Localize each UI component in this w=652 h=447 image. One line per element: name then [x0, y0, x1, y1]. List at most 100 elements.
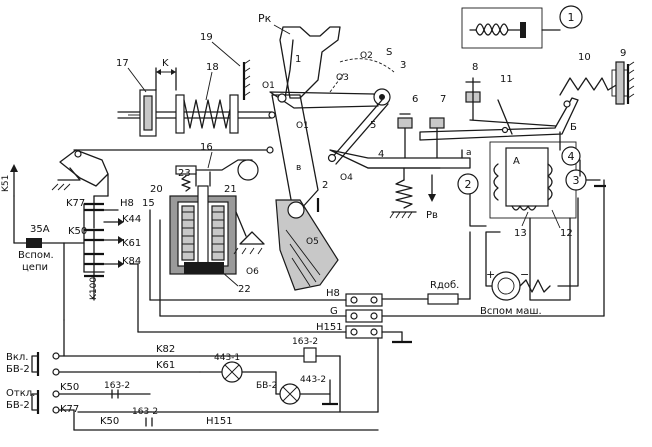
label-b-small: в [296, 163, 301, 173]
label-2: 2 [322, 180, 328, 191]
label-k61-aux: K61 [122, 238, 141, 249]
label-22: 22 [238, 284, 251, 295]
lever-2-body [271, 94, 319, 211]
label-h151-bottom: H151 [206, 416, 233, 427]
circle-3-label: 3 [573, 174, 580, 187]
label-3: 3 [400, 60, 406, 71]
label-35a: 35A [30, 224, 50, 235]
link-4-bar [329, 149, 471, 169]
link-4-assembly: 4 Pв а [329, 148, 472, 221]
label-12: 12 [560, 228, 573, 239]
label-443-2: 443-2 [300, 375, 326, 385]
circle-2 [457, 173, 479, 195]
circle-4 [561, 146, 581, 166]
anchor-9-bolt [615, 61, 625, 105]
spring-pv [395, 179, 413, 209]
label-163-2-c: 163-2 [292, 337, 318, 347]
spring-23 [181, 175, 191, 192]
top-coil-core [520, 22, 526, 38]
label-bv2-lamp: БВ-2 [256, 381, 277, 391]
relay-163-2 [303, 347, 317, 363]
solenoid-roller [237, 159, 259, 181]
label-h8-aux: H8 [120, 198, 134, 209]
label-23: 23 [178, 168, 191, 179]
label-k50-ctrl: K50 [60, 382, 79, 393]
label-h8-strip: H8 [326, 288, 340, 299]
label-o4: O4 [340, 173, 353, 183]
label-o1-center: O1 [296, 121, 309, 131]
aux-machine: + − Вспом маш. [469, 193, 579, 317]
label-a-small: а [466, 148, 472, 158]
lever-11: 11 [419, 74, 579, 141]
label-4-link: 4 [378, 149, 384, 160]
label-18: 18 [206, 62, 219, 73]
label-443-1: 443-1 [214, 353, 240, 363]
spring-18 [183, 99, 233, 129]
label-a-big: A [513, 156, 520, 167]
label-k77-aux: K77 [66, 198, 85, 209]
label-1: 1 [295, 54, 301, 65]
holding-electromagnet: A Б 13 12 2 3 4 [457, 122, 606, 239]
aux-machine-symbol [491, 271, 521, 301]
label-k44: K44 [122, 214, 141, 225]
aux-circuit-block: K51 35A Вспом. цепи K50 K77 H8 K44 K61 K… [1, 164, 141, 321]
label-s: S [386, 47, 392, 58]
holding-core [505, 147, 549, 207]
aux-machine-field-winding [519, 279, 551, 293]
resistor-rdob [427, 293, 459, 305]
circle-4-label: 4 [568, 150, 575, 163]
top-coil-frame [461, 7, 543, 49]
auxiliary-lever [51, 146, 274, 197]
top-coil-winding [475, 23, 509, 31]
label-17: 17 [116, 58, 129, 69]
terminal-strip: H8 G H151 Rдоб. [129, 179, 605, 413]
label-8: 8 [472, 62, 478, 73]
fuse-35a [26, 238, 42, 248]
upper-contact-jaws [279, 26, 341, 99]
label-aux-circuits-2: цепи [22, 262, 48, 273]
lever-upper-link [269, 91, 379, 109]
top-coil-assembly: 1 [461, 5, 583, 49]
lower-contact-shoe [275, 199, 339, 291]
label-on-2: БВ-2 [6, 364, 30, 375]
label-off-2: БВ-2 [6, 400, 30, 411]
adjusting-screws: 6 7 8 [397, 62, 481, 159]
label-minus: − [520, 268, 529, 281]
pivot-o5 [287, 201, 305, 219]
label-o2: O2 [360, 51, 373, 61]
label-pv: Pв [426, 210, 438, 221]
label-5: 5 [370, 120, 376, 131]
coil-bottom [511, 205, 537, 211]
circle-1 [559, 5, 583, 29]
left-spring-assembly: K 17 18 19 [116, 32, 276, 137]
label-o1-left: O1 [262, 81, 275, 91]
label-k50-bottom: K50 [100, 416, 119, 427]
circle-1-label: 1 [568, 11, 575, 24]
label-o6: O6 [246, 267, 259, 277]
solenoid-winding-left [181, 205, 195, 261]
label-11: 11 [500, 74, 513, 85]
label-16: 16 [200, 142, 213, 153]
label-k50-aux: K50 [68, 226, 87, 237]
label-21: 21 [224, 184, 237, 195]
spring-10-coil [559, 77, 609, 96]
label-plus: + [486, 268, 495, 281]
closing-solenoid: 23 16 20 15 21 22 O6 [142, 142, 265, 295]
roller-link-3: O3 O2 S 3 5 O4 [327, 47, 406, 183]
coil-left [493, 163, 499, 201]
main-contact-lever: Pк 1 O1 O1 2 в O5 [258, 12, 379, 291]
label-rdob: Rдоб. [430, 280, 459, 291]
control-circuit: Вкл. БВ-2 Откл. БВ-2 K50 K77 K82 K61 K50… [6, 319, 379, 431]
label-19: 19 [200, 32, 213, 43]
circle-2-label: 2 [465, 178, 472, 191]
label-20: 20 [150, 184, 163, 195]
label-10: 10 [578, 52, 591, 63]
label-k82: K82 [156, 344, 175, 355]
spring-10: 9 10 [559, 48, 635, 105]
solenoid-plunger [197, 185, 209, 267]
label-o3: O3 [336, 73, 349, 83]
label-o5: O5 [306, 237, 319, 247]
label-6: 6 [412, 94, 418, 105]
label-aux-machine: Вспом маш. [480, 306, 542, 317]
label-7: 7 [440, 94, 446, 105]
